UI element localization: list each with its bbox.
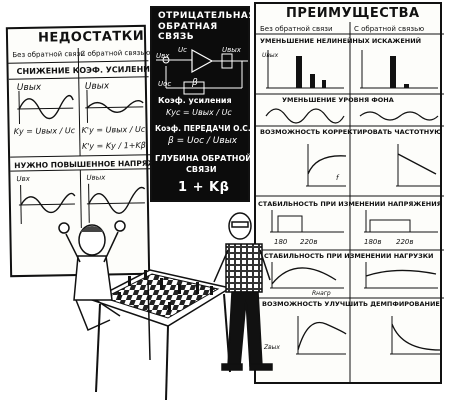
board-title-line1: ОТРИЦАТЕЛЬНАЯ — [158, 11, 256, 21]
axis-uout: Uвых — [262, 52, 279, 59]
board-gain-formula: Kус = Uвых / Uс — [166, 108, 232, 117]
board-title-line2: ОБРАТНАЯ СВЯЗЬ — [158, 22, 218, 42]
axis-f: f — [336, 174, 339, 182]
voltage-220-right: 220в — [396, 238, 414, 246]
right-poster: ПРЕИМУЩЕСТВА Без обратной связи С обратн… — [254, 2, 444, 384]
man-figure — [213, 212, 273, 371]
board-beta-label: Коэф. ПЕРЕДАЧИ О.С. — [155, 124, 251, 133]
row-load-stability: СТАБИЛЬНОСТЬ ПРИ ИЗМЕНЕНИИ НАГРУЗКИ — [264, 252, 434, 260]
board-uos: Uос — [158, 80, 172, 88]
row-damping: ВОЗМОЖНОСТЬ УЛУЧШИТЬ ДЕМПФИРОВАНИЕ — [262, 300, 440, 308]
board-uc: Uс — [178, 46, 187, 54]
board-circuit — [156, 48, 248, 95]
blackboard: ОТРИЦАТЕЛЬНАЯ ОБРАТНАЯ СВЯЗЬ Uвх Uс Uвых… — [150, 6, 255, 202]
voltage-180-left: 180 — [274, 238, 288, 246]
right-col-feedback: С обратной связью — [354, 25, 425, 33]
row-distortion: УМЕНЬШЕНИЕ НЕЛИНЕЙНЫХ ИСКАЖЕНИЙ — [260, 37, 422, 45]
axis-rload: Rнагр — [312, 290, 331, 297]
row-hum: УМЕНЬШЕНИЕ УРОВНЯ ФОНА — [282, 96, 394, 104]
board-gain-label: Коэф. усиления — [158, 96, 232, 105]
voltage-180-right: 180в — [364, 238, 382, 246]
chessboard — [102, 273, 220, 319]
board-beta-symbol: β — [192, 78, 198, 88]
right-poster-title: ПРЕИМУЩЕСТВА — [286, 6, 420, 21]
right-poster-drawings — [256, 22, 444, 384]
chess-pieces — [118, 270, 213, 312]
board-uin: Uвх — [156, 52, 170, 60]
row-freq-correction: ВОЗМОЖНОСТЬ КОРРЕКТИРОВАТЬ ЧАСТОТНУЮ — [260, 128, 442, 136]
board-depth-label-1: ГЛУБИНА ОБРАТНОЙ — [155, 154, 252, 163]
left-poster: НЕДОСТАТКИ Без обратной связи С обратной… — [5, 24, 203, 278]
boy-figure — [58, 220, 126, 332]
right-col-no-feedback: Без обратной связи — [260, 25, 333, 33]
board-uout: Uвых — [222, 46, 241, 54]
voltage-220-left: 220в — [300, 238, 318, 246]
board-depth-formula: 1 + Kβ — [178, 180, 230, 195]
axis-zout: Zвых — [264, 344, 280, 351]
board-beta-formula: β = Uос / Uвых — [168, 136, 238, 146]
board-depth-label-2: СВЯЗИ — [186, 165, 217, 174]
left-poster-drawings — [8, 47, 151, 228]
